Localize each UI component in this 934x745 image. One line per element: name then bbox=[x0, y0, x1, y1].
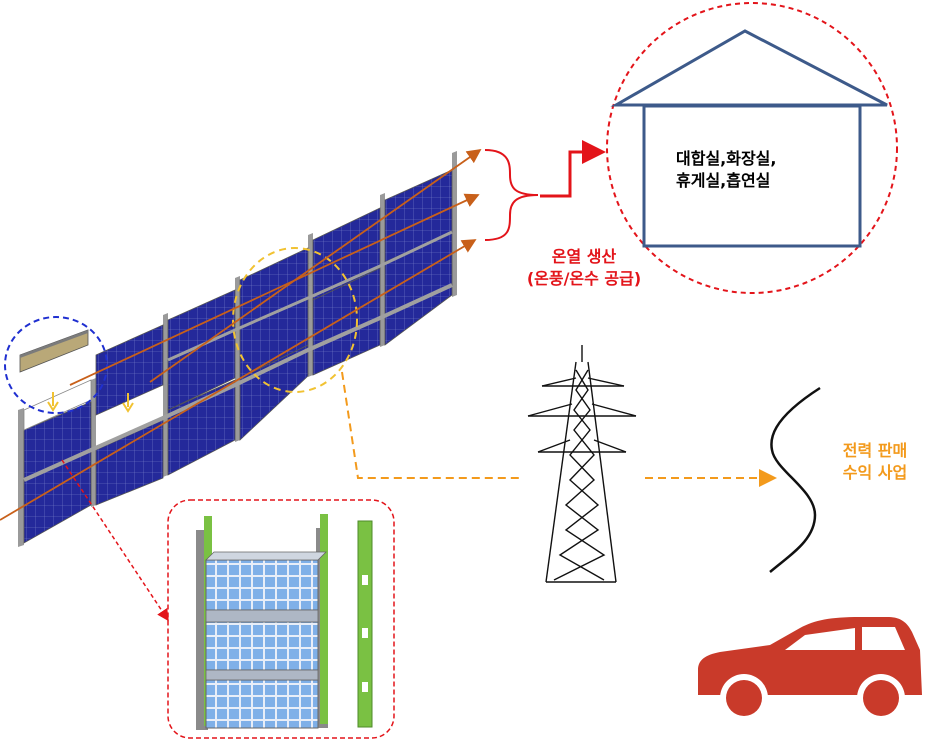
building-label: 대합실,화장실, 휴게실,흡연실 bbox=[676, 148, 846, 192]
heat-label-line2: (온풍/온수 공급) bbox=[526, 269, 642, 288]
frame-rail bbox=[23, 283, 453, 482]
rail-slot bbox=[362, 682, 368, 692]
module-detail-box bbox=[167, 499, 395, 739]
module-top bbox=[205, 551, 327, 561]
panel-opening bbox=[23, 379, 92, 431]
building-label-line1: 대합실,화장실, bbox=[676, 149, 777, 168]
solar-panel-wall bbox=[18, 151, 457, 547]
frame-post bbox=[91, 378, 96, 507]
cover-panel-edge bbox=[20, 330, 88, 358]
module-detail bbox=[167, 499, 395, 739]
green-rail bbox=[357, 520, 373, 728]
heat-production-label: 온열 생산 (온풍/온수 공급) bbox=[506, 246, 662, 290]
frame-post bbox=[308, 233, 313, 377]
solar-module-icon bbox=[205, 559, 319, 611]
heat-arrow bbox=[0, 239, 477, 521]
house-roof-icon bbox=[610, 29, 888, 107]
heat-flow-arrows bbox=[0, 148, 482, 521]
solar-panel bbox=[167, 289, 236, 411]
detail-circle-red bbox=[606, 2, 898, 294]
heat-supply-arrow bbox=[540, 140, 606, 198]
module-post-green bbox=[320, 514, 328, 724]
power-sales-label: 전력 판매 수익 사업 bbox=[826, 440, 924, 484]
house-icon bbox=[642, 104, 862, 248]
power-label-line2: 수익 사업 bbox=[842, 463, 908, 482]
heat-arrow bbox=[69, 193, 480, 386]
building-label-line2: 휴게실,흡연실 bbox=[676, 171, 771, 190]
frame-rail bbox=[167, 230, 453, 362]
heat-arrow bbox=[149, 148, 482, 383]
building-detail bbox=[606, 2, 898, 294]
heat-label-line1: 온열 생산 bbox=[551, 247, 617, 266]
solar-module-icon bbox=[205, 621, 319, 671]
frame-post bbox=[18, 408, 24, 547]
rail-slot bbox=[362, 628, 368, 638]
frame-post bbox=[235, 276, 240, 442]
grid-wave-icon bbox=[769, 386, 821, 573]
rail-slot bbox=[362, 575, 368, 585]
down-arrow-icon bbox=[122, 393, 134, 413]
detail-pointer bbox=[61, 459, 169, 622]
curly-brace bbox=[484, 149, 539, 241]
frame-post bbox=[452, 151, 457, 297]
frame-post bbox=[380, 193, 385, 347]
module-rail bbox=[205, 609, 319, 623]
transmission-tower-icon bbox=[527, 345, 637, 583]
car-icon bbox=[698, 617, 922, 722]
down-arrow-icon bbox=[47, 392, 59, 412]
detachable-panel-detail bbox=[4, 316, 134, 414]
power-flow-line bbox=[341, 371, 520, 479]
solar-module-icon bbox=[205, 679, 319, 729]
module-rail bbox=[205, 669, 319, 681]
detail-circle-yellow bbox=[232, 247, 358, 393]
power-label-line1: 전력 판매 bbox=[842, 441, 908, 460]
solar-panel bbox=[167, 379, 236, 476]
frame-post bbox=[163, 313, 168, 477]
detail-circle-blue bbox=[4, 316, 108, 414]
